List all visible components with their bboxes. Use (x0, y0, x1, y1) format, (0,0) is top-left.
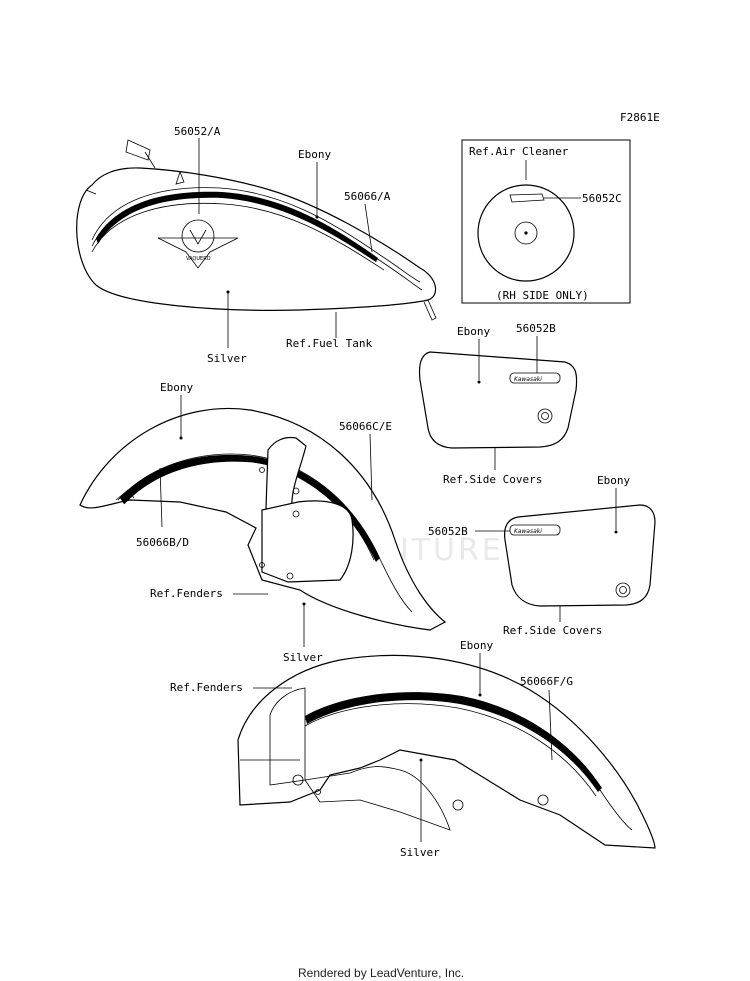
label-56066b-d: 56066B/D (136, 536, 189, 549)
footer-credit: Rendered by LeadVenture, Inc. (298, 966, 464, 980)
label-tank-ebony: Ebony (298, 148, 331, 161)
label-rear-fender-ref: Ref.Fenders (170, 681, 243, 694)
tank-emblem-text: VAQUERO (186, 256, 211, 262)
side-cover-1: Kawasaki (418, 351, 578, 449)
label-rh-side-only: (RH SIDE ONLY) (496, 289, 589, 302)
label-ref-side-covers-1: Ref.Side Covers (443, 473, 542, 486)
label-ref-air-cleaner: Ref.Air Cleaner (469, 145, 569, 158)
label-56052-a: 56052/A (174, 125, 221, 138)
label-front-fender-silver: Silver (283, 651, 323, 664)
label-56066f-g: 56066F/G (520, 675, 573, 688)
label-56052c: 56052C (582, 192, 622, 205)
label-ref-side-covers-2: Ref.Side Covers (503, 624, 602, 637)
cover1-badge-text: Kawasaki (514, 376, 542, 383)
label-56066-a: 56066/A (344, 190, 391, 203)
air-cleaner-box (461, 139, 631, 304)
label-tank-silver: Silver (207, 352, 247, 365)
label-56066c-e: 56066C/E (339, 420, 392, 433)
label-front-fender-ref: Ref.Fenders (150, 587, 223, 600)
label-rear-fender-silver: Silver (400, 846, 440, 859)
label-cover2-56052b: 56052B (428, 525, 468, 538)
label-cover2-ebony: Ebony (597, 474, 630, 487)
cover2-badge-text: Kawasaki (514, 528, 542, 535)
air-cleaner-cover (477, 184, 575, 282)
side-cover-2: Kawasaki (503, 504, 656, 607)
label-cover1-ebony: Ebony (457, 325, 490, 338)
front-fender (79, 408, 447, 631)
fuel-tank: VAQUERO (76, 139, 437, 321)
label-cover1-56052b: 56052B (516, 322, 556, 335)
figure-code: F2861E (620, 111, 660, 124)
label-ref-fuel-tank: Ref.Fuel Tank (286, 337, 372, 350)
label-front-fender-ebony: Ebony (160, 381, 193, 394)
rear-fender (237, 654, 656, 849)
label-rear-fender-ebony: Ebony (460, 639, 493, 652)
